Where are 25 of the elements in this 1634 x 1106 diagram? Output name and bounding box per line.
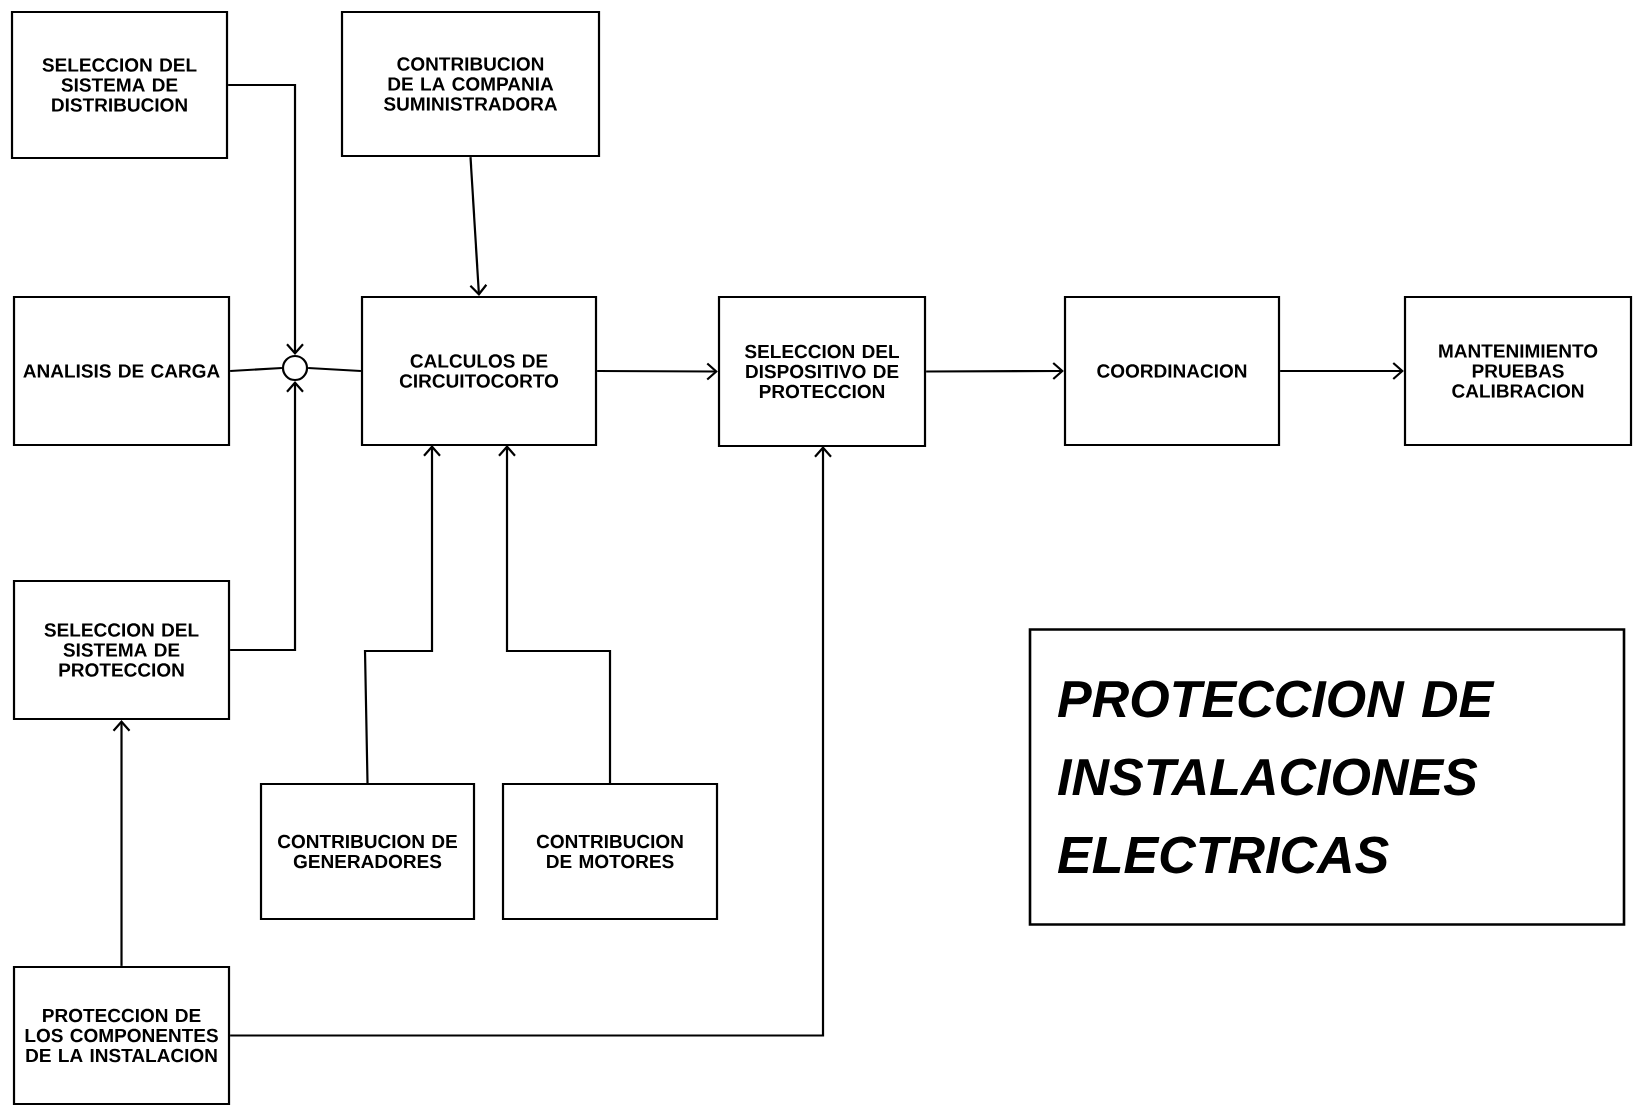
arrow — [498, 445, 612, 783]
arrow — [112, 720, 131, 966]
process-box: SELECCION DEL DISPOSITIVO DE PROTECCION — [717, 295, 927, 448]
connector-line — [230, 366, 282, 373]
process-box: CONTRIBUCION DE MOTORES — [501, 782, 719, 921]
connector-line — [308, 366, 361, 373]
arrow — [926, 362, 1064, 380]
junction-circle — [281, 354, 309, 382]
arrow — [230, 381, 304, 652]
process-box: SELECCION DEL SISTEMA DE PROTECCION — [12, 579, 231, 721]
arrow — [597, 362, 718, 381]
arrow — [230, 446, 832, 1037]
arrow — [363, 445, 441, 783]
arrow — [228, 83, 304, 355]
process-box: CALCULOS DE CIRCUITOCORTO — [360, 295, 598, 447]
arrow — [469, 157, 488, 296]
process-box: CONTRIBUCION DE GENERADORES — [259, 782, 476, 921]
process-box: ANALISIS DE CARGA — [12, 295, 231, 447]
title-box: PROTECCION DE INSTALACIONES ELECTRICAS — [1028, 628, 1626, 926]
process-box: CONTRIBUCION DE LA COMPANIA SUMINISTRADORA — [340, 10, 601, 158]
process-box: PROTECCION DE LOS COMPONENTES DE LA INSTALACION — [12, 965, 231, 1106]
process-box: MANTENIMIENTO PRUEBAS CALIBRACION — [1403, 295, 1633, 447]
process-box: COORDINACION — [1063, 295, 1281, 447]
process-box: SELECCION DEL SISTEMA DE DISTRIBUCION — [10, 10, 229, 160]
arrow — [1280, 362, 1404, 380]
